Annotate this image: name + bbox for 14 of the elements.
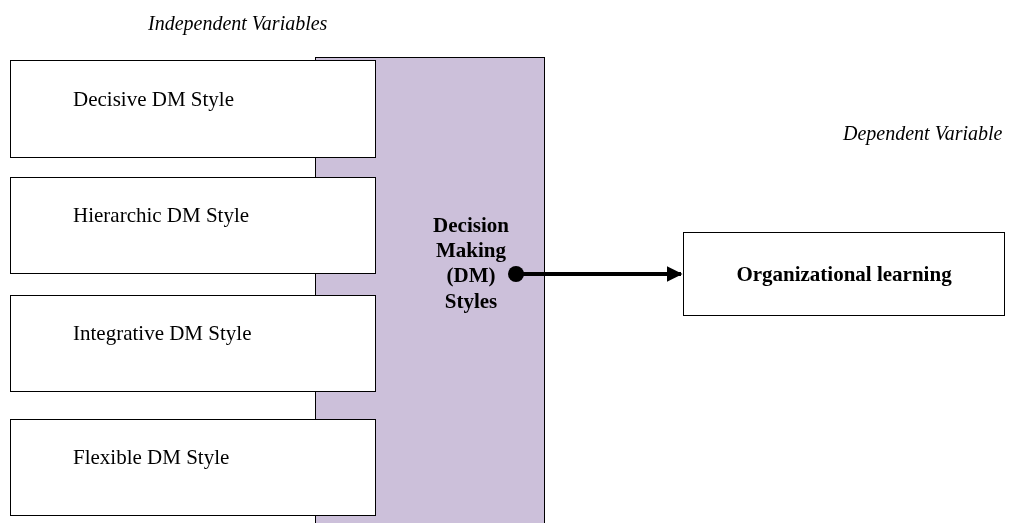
heading-label: Independent Variables bbox=[148, 12, 328, 35]
box-label: Flexible DM Style bbox=[73, 445, 230, 470]
box-label: Decisive DM Style bbox=[73, 86, 234, 112]
variable-box bbox=[10, 419, 376, 516]
box-label: Hierarchic DM Style bbox=[73, 203, 250, 228]
variable-box bbox=[10, 295, 376, 392]
box-label: Organizational learning bbox=[736, 261, 952, 287]
heading-label: Dependent Variable bbox=[843, 122, 1003, 145]
outcome-box bbox=[683, 232, 1005, 316]
box-label: Integrative DM Style bbox=[73, 321, 252, 346]
variable-box bbox=[10, 60, 376, 158]
band-label: Decision Making (DM) Styles bbox=[432, 213, 510, 314]
variable-box bbox=[10, 177, 376, 274]
arrow bbox=[508, 266, 683, 282]
